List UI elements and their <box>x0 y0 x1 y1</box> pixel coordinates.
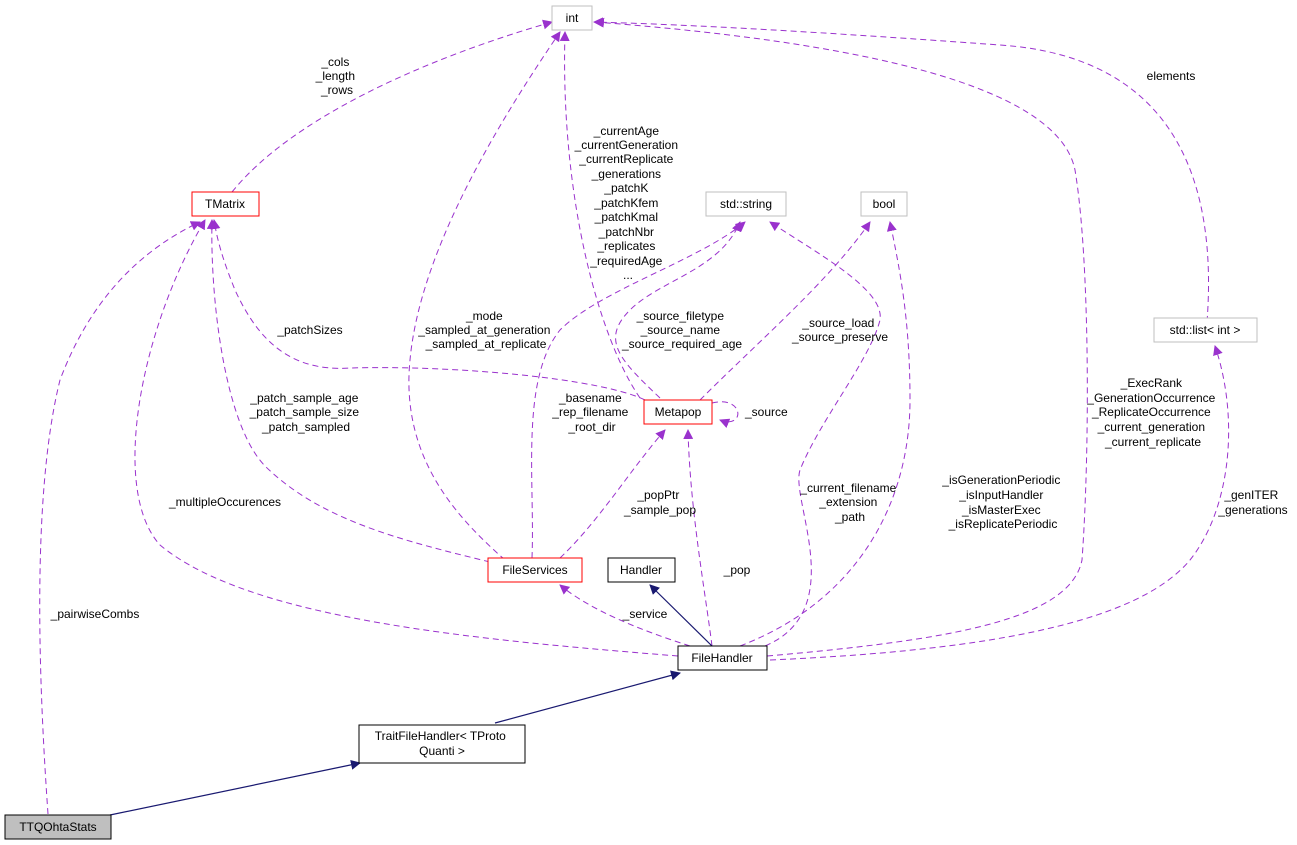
edge-metapop-bool <box>699 221 871 401</box>
svg-text:std::string: std::string <box>720 197 772 211</box>
svg-text:TMatrix: TMatrix <box>205 197 245 211</box>
edge-metapop-int <box>559 31 641 399</box>
edge-list-int <box>593 17 1209 323</box>
node-trait-file-handler[interactable]: TraitFileHandler< TProto Quanti > <box>358 724 526 764</box>
edge-label-filehandler-int: _ExecRank _GenerationOccurrence _Replica… <box>1086 376 1218 449</box>
edge-label-fileservices-metapop: _popPtr _sample_pop <box>623 488 696 517</box>
node-file-services[interactable]: FileServices <box>487 557 583 583</box>
edge-label-filehandler-tmatrix: _multipleOccurences <box>168 495 281 509</box>
node-metapop[interactable]: Metapop <box>643 399 713 425</box>
edge-label-fileservices-int: _mode _sampled_at_generation _sampled_at… <box>417 309 553 351</box>
edge-tmatrix-int <box>231 19 553 193</box>
edge-label-metapop-bool: _source_load _source_preserve <box>791 316 888 344</box>
edge-label-filehandler-string: _current_filename _extension _path <box>799 481 899 524</box>
edge-filehandler-metapop <box>683 429 713 647</box>
svg-text:bool: bool <box>873 197 896 211</box>
node-int[interactable]: int <box>551 5 593 31</box>
edge-ttq-traitfilehandler <box>109 759 361 816</box>
edge-label-filehandler-metapop: _pop <box>723 563 751 577</box>
svg-text:TraitFileHandler< TProto: TraitFileHandler< TProto Quanti > <box>375 729 509 758</box>
edge-label-metapop-self: _source <box>744 405 788 419</box>
node-std-list[interactable]: std::list< int > <box>1153 317 1258 343</box>
edge-metapop-string <box>615 221 742 399</box>
edge-filehandler-list <box>769 345 1230 661</box>
edge-label-metapop-tmatrix: _patchSizes <box>276 323 342 337</box>
edge-label-fileservices-tmatrix: _patch_sample_age _patch_sample_size _pa… <box>249 391 363 434</box>
edge-fileservices-tmatrix <box>206 219 491 563</box>
svg-text:int: int <box>566 11 579 25</box>
node-handler[interactable]: Handler <box>607 557 676 583</box>
svg-text:FileHandler: FileHandler <box>691 651 752 665</box>
edge-label-filehandler-fileservices: _service <box>622 607 668 621</box>
edge-label-tmatrix-int: _cols _length _rows <box>315 55 359 97</box>
edge-filehandler-int <box>594 17 1088 657</box>
edge-fileservices-int <box>408 31 561 561</box>
svg-text:Metapop: Metapop <box>655 405 702 419</box>
edge-traitfilehandler-filehandler <box>494 670 681 724</box>
edge-metapop-self <box>711 401 739 428</box>
node-file-handler[interactable]: FileHandler <box>677 645 768 671</box>
edge-label-fileservices-string: _basename _rep_filename _root_dir <box>551 391 631 434</box>
edge-filehandler-fileservices <box>559 584 691 647</box>
edge-ttq-tmatrix <box>39 221 201 815</box>
svg-text:Handler: Handler <box>620 563 662 577</box>
svg-text:std::list< int >: std::list< int > <box>1170 323 1241 337</box>
edge-fileservices-string <box>531 221 746 559</box>
svg-text:FileServices: FileServices <box>502 563 567 577</box>
edge-filehandler-tmatrix <box>134 219 679 657</box>
edge-label-filehandler-list: _genITER _generations <box>1217 488 1287 517</box>
edge-label-filehandler-bool: _isGenerationPeriodic _isInputHandler _i… <box>941 473 1063 531</box>
edge-fileservices-metapop <box>559 429 666 559</box>
node-bool[interactable]: bool <box>860 191 908 217</box>
edge-label-metapop-int: _currentAge _currentGeneration _currentR… <box>574 124 682 282</box>
edge-label-metapop-string: _source_filetype _source_name _source_re… <box>621 309 742 351</box>
node-ttq-ohta-stats[interactable]: TTQOhtaStats <box>4 814 112 840</box>
edge-filehandler-bool <box>739 221 911 647</box>
edge-filehandler-handler <box>649 584 713 647</box>
node-std-string[interactable]: std::string <box>705 191 787 217</box>
node-tmatrix[interactable]: TMatrix <box>191 191 260 217</box>
edge-label-list-int: elements <box>1147 69 1196 83</box>
edge-metapop-tmatrix <box>210 219 646 401</box>
svg-text:TTQOhtaStats: TTQOhtaStats <box>19 820 96 834</box>
edge-filehandler-string <box>764 221 881 647</box>
edge-label-ttq-tmatrix: _pairwiseCombs <box>50 607 140 621</box>
